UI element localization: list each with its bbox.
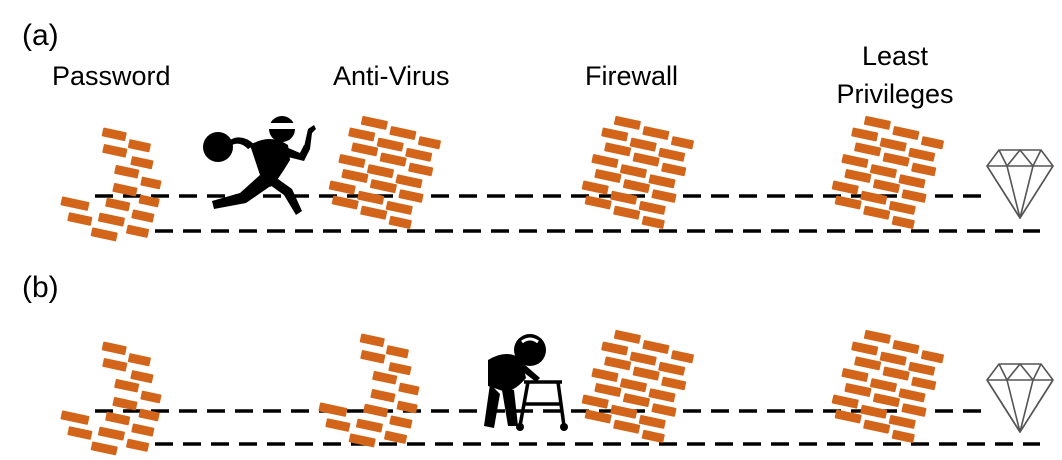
diamond-icon [986,149,1054,219]
panel-a-label: (a) [22,19,59,52]
diamond-icon [986,363,1054,433]
layer-label-password: Password [52,61,171,91]
broken-brick-wall-icon [55,336,172,460]
panel-b-label: (b) [22,271,59,304]
broken-brick-wall-icon [313,328,430,455]
burglar-icon [203,116,316,215]
layer-label-firewall: Firewall [585,61,679,91]
broken-brick-wall-icon [55,122,172,249]
brick-wall-icon [324,112,443,232]
panel-a [55,112,1054,249]
brick-wall-icon [577,326,696,446]
layer-label-antivirus: Anti-Virus [333,61,450,91]
elderly-with-walker-icon [484,334,568,431]
brick-wall-icon [827,326,946,446]
brick-wall-icon [577,112,696,232]
panel-b [55,326,1054,460]
layer-label-privileges: Privileges [836,79,954,109]
brick-wall-icon [827,112,946,232]
layer-label-least: Least [861,41,929,71]
